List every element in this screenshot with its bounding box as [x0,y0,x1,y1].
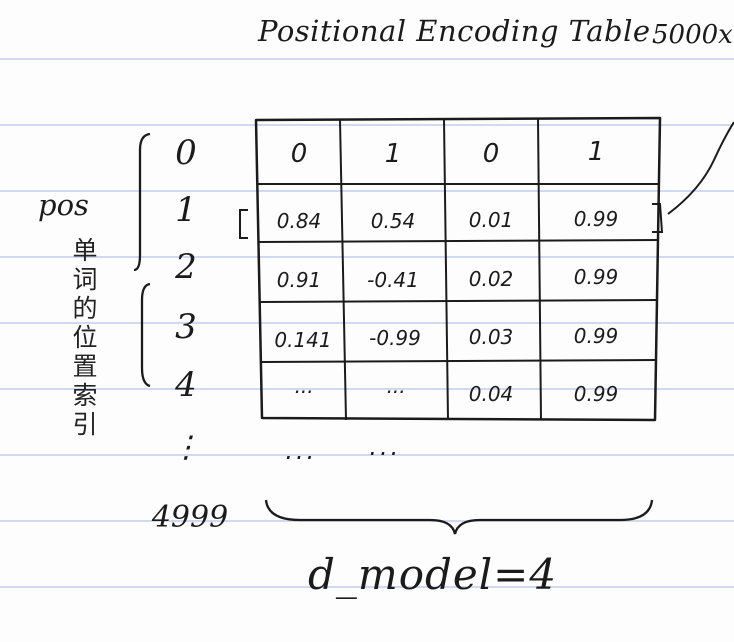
table-cell: 0.03 [468,325,514,349]
left-bracket [239,209,248,239]
vertical-label-char: 词 [72,265,98,294]
table-cell: -0.41 [367,268,419,292]
table-shape-label: 5000x [652,20,733,50]
row-index-3: 3 [175,307,197,347]
row-index-ellipsis: ⋮ [171,430,201,465]
table-outer-border [254,116,662,422]
table-cell: 0.54 [370,209,416,233]
table-cell: ··· [293,380,313,404]
row-index-4: 4 [175,365,197,405]
table-column-divider [537,117,542,421]
table-cell-header-col1: 0 [290,139,308,169]
table-column-divider [339,119,347,421]
table-cell: -0.99 [369,326,421,350]
row-index-1: 1 [175,190,197,230]
table-cell: 0.01 [468,208,514,232]
dimension-label: d_model=4 [308,550,558,599]
vertical-index-brace [140,282,151,388]
dimension-brace [264,499,654,535]
table-cell: 0.84 [276,209,322,233]
table-cell: ··· [385,380,405,404]
annotation-arrow-line [667,121,734,215]
vertical-label-char: 引 [72,410,98,439]
table-cell: 0.99 [573,265,619,289]
table-cell: 0.04 [468,382,514,406]
table-row-divider [257,239,659,243]
table-cell: 0.02 [468,267,514,291]
pos-range-brace [133,132,151,272]
row-index-2: 2 [175,247,197,287]
table-cell: 0.99 [573,324,619,348]
row-index-0: 0 [175,133,197,173]
right-bracket [652,203,664,233]
row-index-last: 4999 [151,500,229,535]
table-cell: 0.91 [276,268,322,292]
table-row-divider [259,299,658,303]
vertical-label-char: 索 [72,381,98,410]
table-cell: 0.99 [573,382,619,406]
table-cell-header-col3: 0 [482,139,500,169]
vertical-label-char: 单 [72,236,98,265]
table-cell: 0.141 [274,328,332,352]
table-cell-header-col4: 1 [587,137,605,167]
page-title: Positional Encoding Table [258,14,651,48]
vertical-label-char: 位 [72,323,98,352]
pos-label: pos [38,188,89,222]
table-column-divider [443,118,449,421]
table-cell-header-col2: 1 [384,139,402,169]
continuation-cell: ··· [284,444,316,472]
continuation-cell: ··· [368,440,400,468]
vertical-index-label: 单 词 的 位 置 索 引 [66,236,104,439]
table-row-divider [261,359,657,363]
vertical-label-char: 置 [72,352,98,381]
vertical-label-char: 的 [72,294,98,323]
table-cell: 0.99 [573,207,619,231]
